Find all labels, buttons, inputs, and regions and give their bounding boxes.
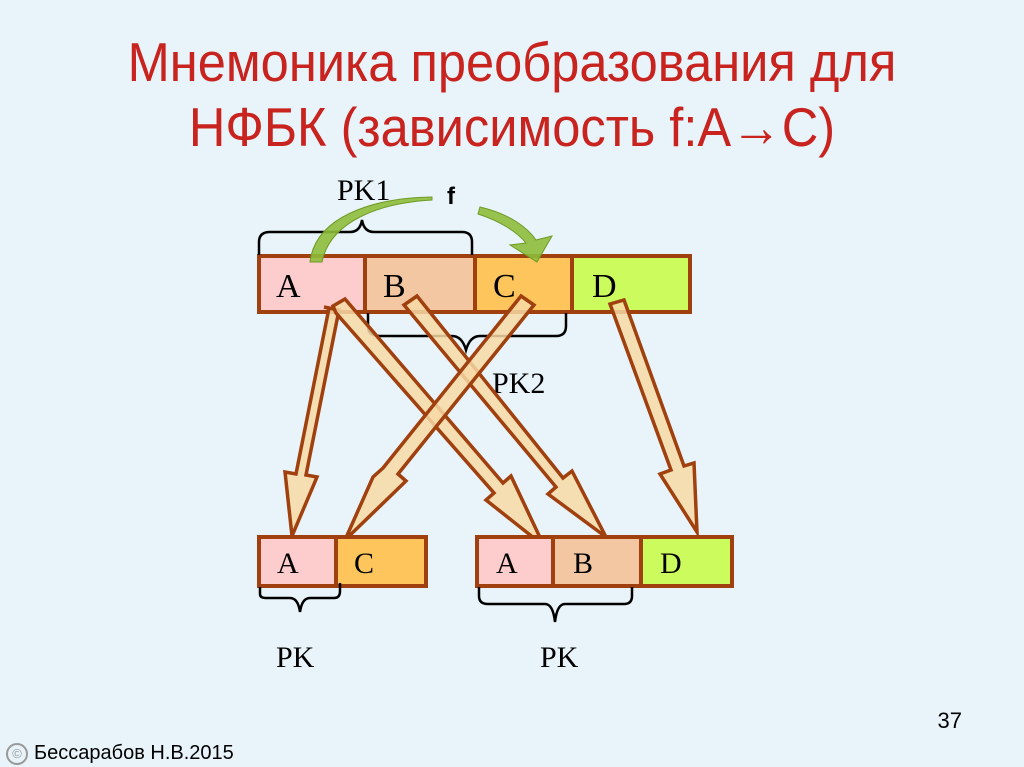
- rel1-cell-A: [257, 535, 338, 588]
- rel2-cell-D: [639, 535, 734, 588]
- cell-C-label: C: [493, 268, 516, 305]
- f-label: f: [447, 183, 456, 210]
- page-number: 37: [937, 708, 962, 733]
- pk2-label: PK2: [492, 367, 545, 400]
- functional-dependency-arrow: f: [309, 183, 554, 263]
- rel2-cell-D-label: D: [660, 547, 682, 580]
- pk1-label: PK1: [337, 174, 390, 207]
- rel2-pk-label: PK: [540, 641, 579, 674]
- title-line-1: Мнемоника преобразования для: [127, 31, 897, 93]
- rel2-pk-brace: [477, 587, 634, 623]
- pk1-brace: [257, 219, 474, 255]
- arrow-A-to-rel1-A: [283, 305, 342, 543]
- cell-B-label: B: [383, 268, 406, 305]
- footer-author: Бессарабов Н.В.2015: [34, 742, 234, 764]
- f-arrow-tail: [309, 196, 433, 263]
- cell-D: [570, 254, 692, 314]
- rel2-cell-B-label: B: [573, 547, 593, 580]
- result-relation-2: A B D PK: [475, 535, 734, 674]
- rel2-cell-A: [475, 535, 555, 588]
- cell-D-label: D: [592, 268, 617, 305]
- rel1-cell-A-label: A: [277, 547, 299, 580]
- slide-title: Мнемоника преобразования для НФБК (завис…: [41, 30, 983, 160]
- rel1-cell-C: [334, 535, 428, 588]
- rel2-cell-A-label: A: [496, 547, 518, 580]
- rel2-cell-B: [551, 535, 643, 588]
- arrow-B-to-rel2-B: [401, 293, 608, 539]
- rel1-cell-C-label: C: [354, 547, 374, 580]
- cell-A-label: A: [276, 268, 301, 305]
- mapping-arrows: [283, 293, 700, 548]
- footer: © Бессарабов Н.В.2015: [6, 742, 234, 765]
- arrow-C-to-rel1-C: [343, 293, 537, 542]
- title-line-2: НФБК (зависимость f:A→C): [188, 96, 836, 158]
- arrow-D-to-rel2-D: [607, 297, 700, 539]
- copyright-icon: ©: [6, 742, 28, 765]
- pk2-brace: [366, 313, 568, 355]
- rel1-pk-brace: [258, 583, 342, 613]
- rel1-pk-label: PK: [276, 641, 315, 674]
- result-relation-1: A C PK: [257, 535, 428, 674]
- f-arrow-head: [477, 206, 554, 263]
